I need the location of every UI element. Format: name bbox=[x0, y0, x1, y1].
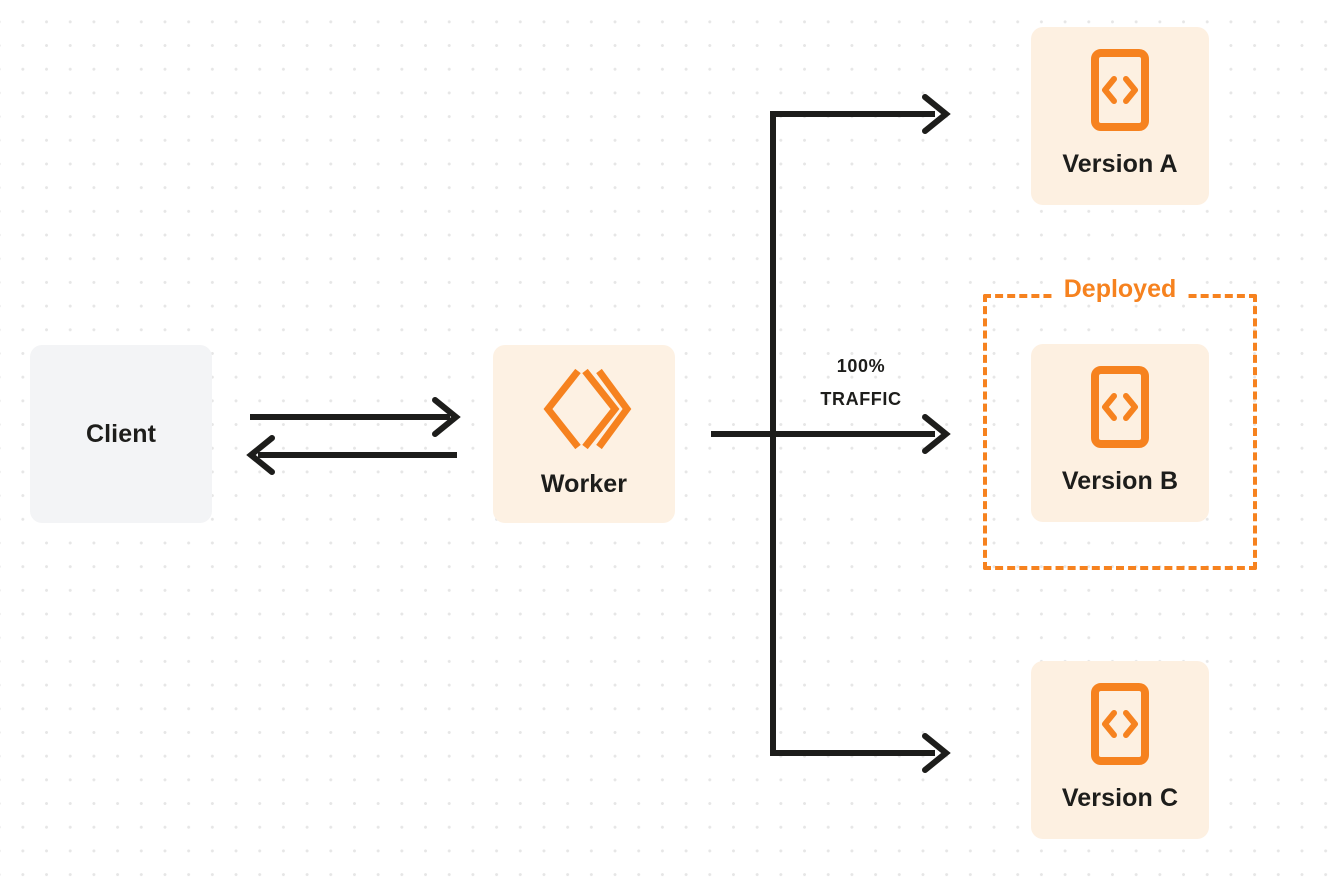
cloudflare-workers-logo-icon bbox=[541, 367, 632, 456]
node-version-c[interactable]: Version C bbox=[1031, 661, 1209, 839]
deployed-group-label: Deployed bbox=[1053, 277, 1187, 302]
edge-client-to-worker bbox=[250, 397, 461, 437]
traffic-percent: 100% bbox=[836, 356, 886, 376]
node-version-a-label: Version A bbox=[1062, 150, 1178, 178]
edge-worker-to-version-a bbox=[770, 94, 951, 134]
node-worker[interactable]: Worker bbox=[493, 345, 675, 523]
node-version-b[interactable]: Version B bbox=[1031, 344, 1209, 522]
traffic-unit: TRAFFIC bbox=[820, 389, 902, 410]
code-file-icon bbox=[1090, 683, 1150, 770]
code-file-icon bbox=[1090, 49, 1150, 136]
edge-worker-to-client bbox=[246, 435, 457, 475]
code-file-icon bbox=[1090, 366, 1150, 453]
node-client-label: Client bbox=[85, 419, 157, 448]
edge-worker-to-version-b bbox=[711, 414, 951, 454]
node-version-c-label: Version C bbox=[1061, 784, 1179, 812]
traffic-label: 100% TRAFFIC bbox=[806, 350, 916, 417]
node-version-b-label: Version B bbox=[1061, 467, 1179, 495]
node-version-a[interactable]: Version A bbox=[1031, 27, 1209, 205]
node-client[interactable]: Client bbox=[30, 345, 212, 523]
edge-worker-to-version-c bbox=[770, 733, 951, 773]
node-worker-label: Worker bbox=[540, 470, 628, 498]
group-deployed: Deployed bbox=[983, 277, 1257, 570]
